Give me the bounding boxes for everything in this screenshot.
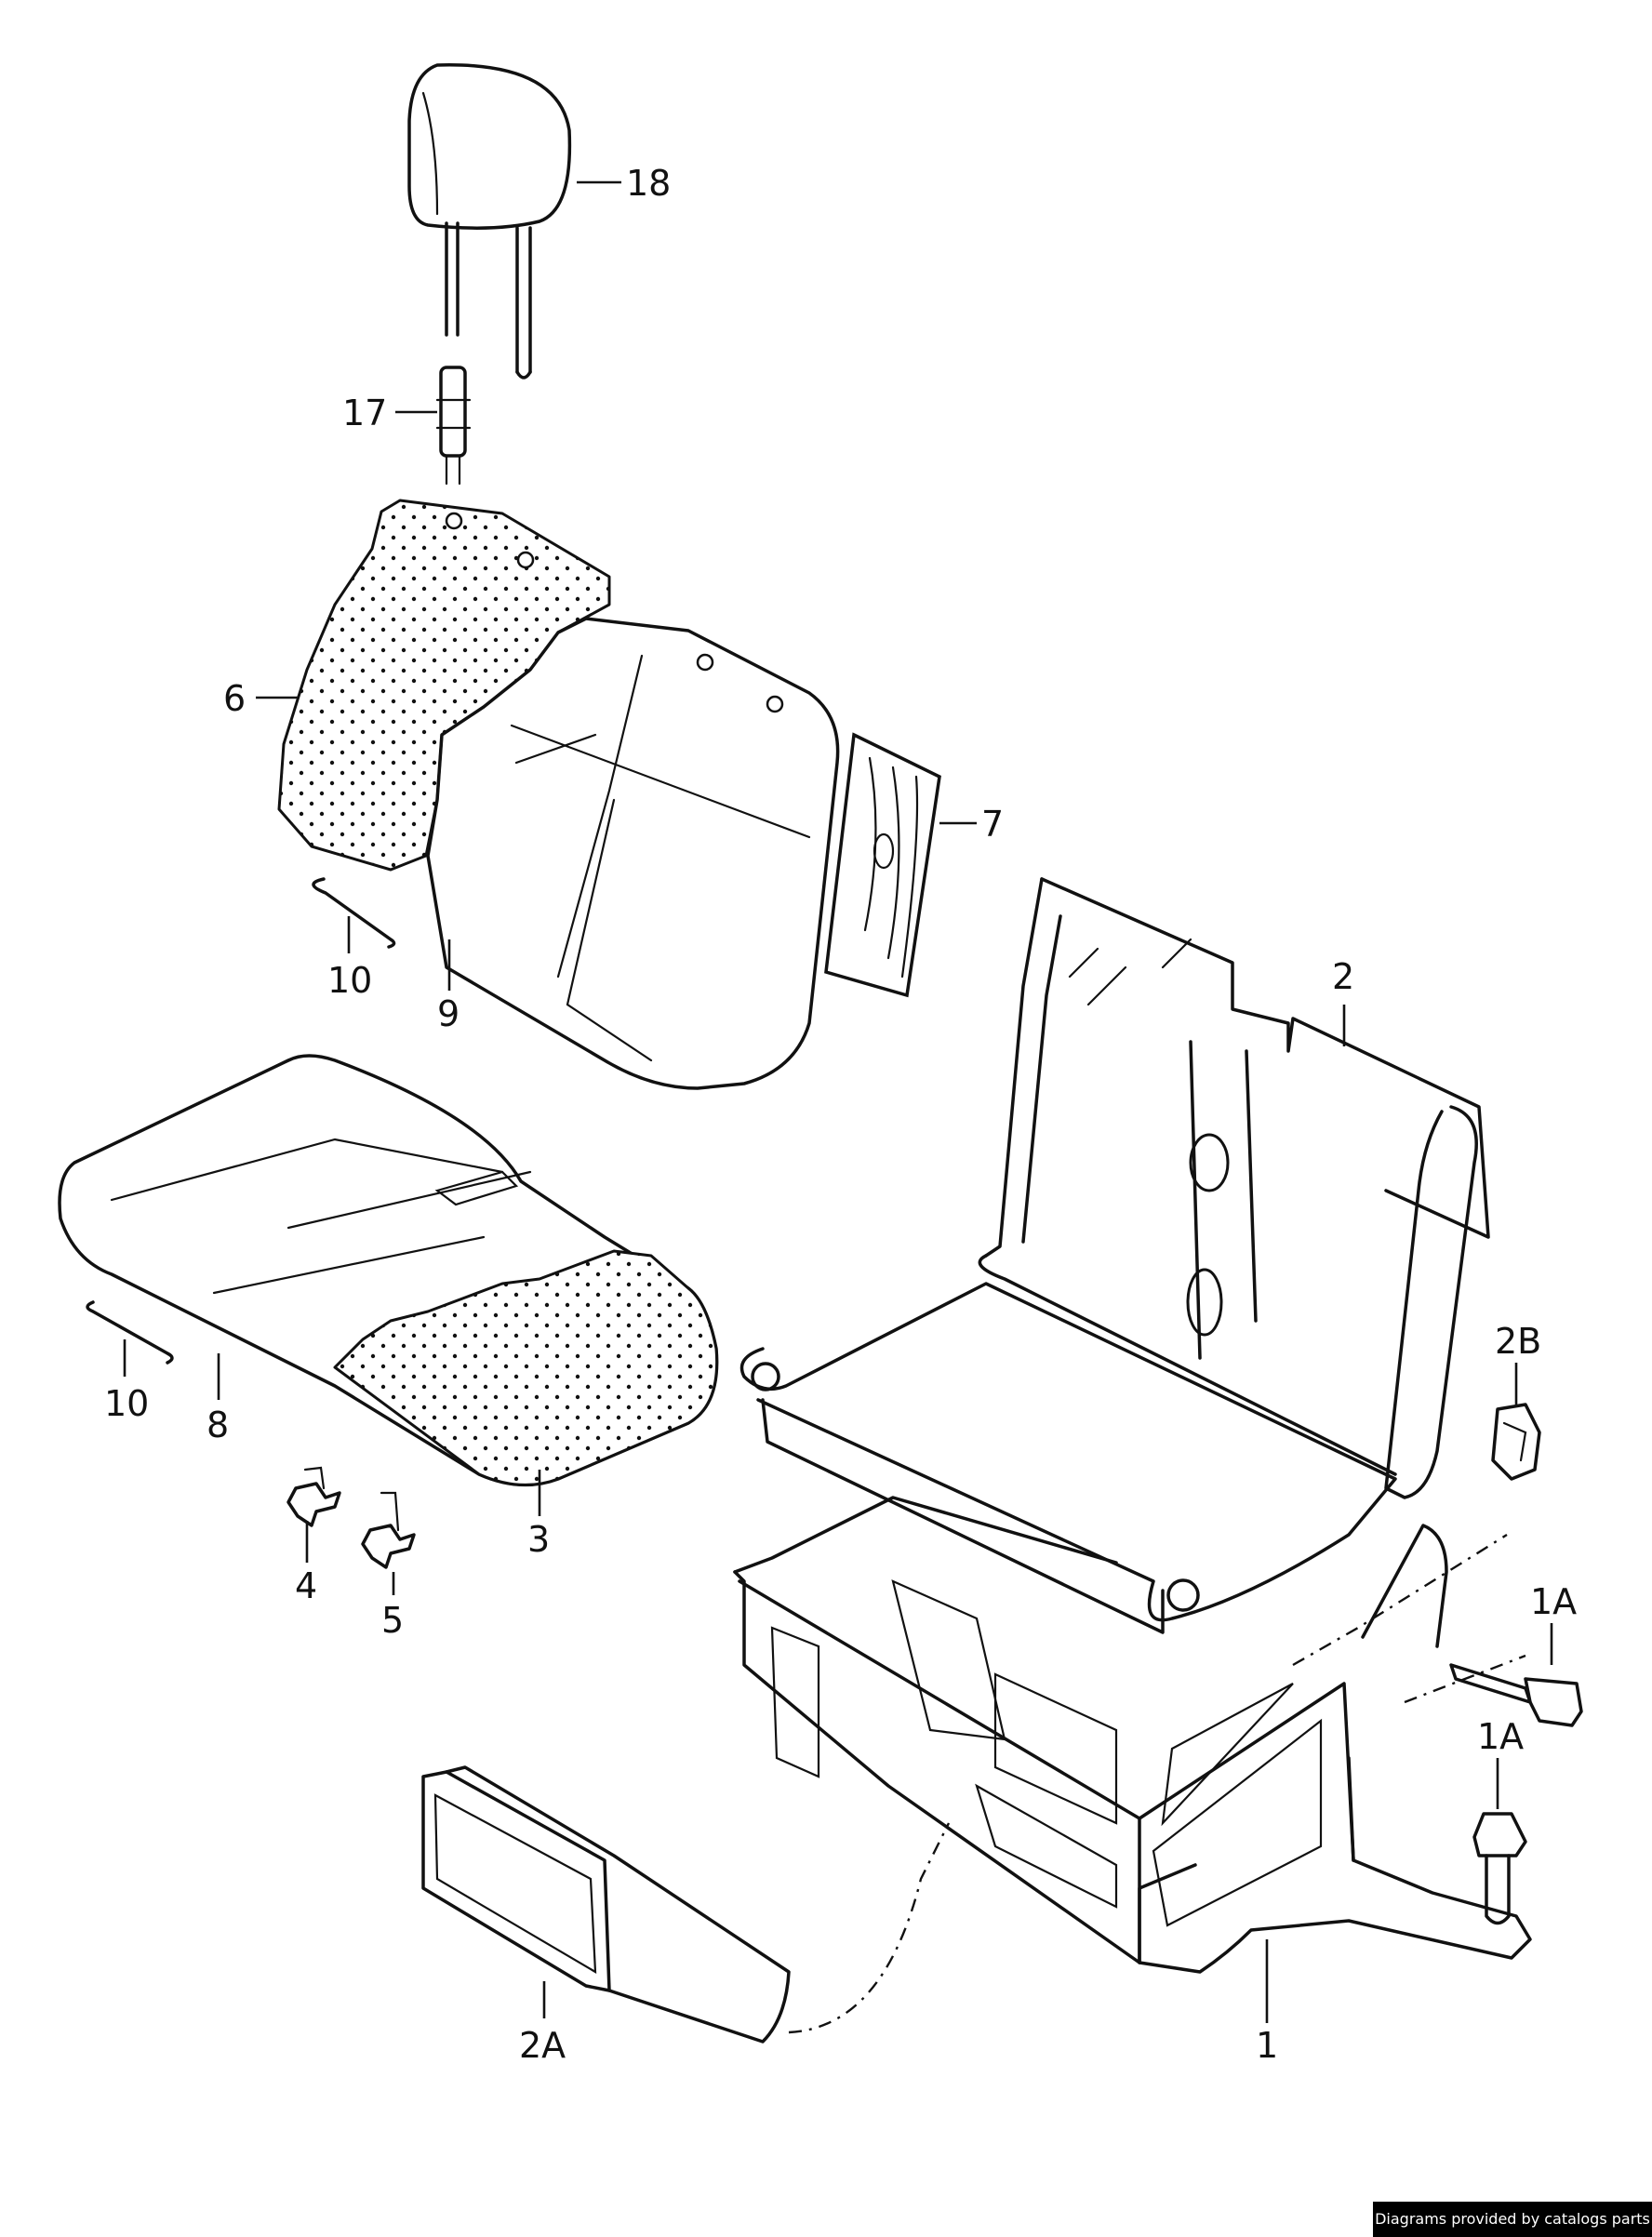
callout-10-lower: 10 <box>104 1383 149 1424</box>
backrest-foam-pad <box>277 499 611 872</box>
backrest-board <box>824 732 941 998</box>
clip-part-4 <box>286 1466 341 1527</box>
callout-17: 17 <box>342 393 387 433</box>
callout-2A: 2A <box>519 2025 566 2066</box>
backrest-cover <box>426 617 840 1090</box>
head-restraint <box>407 63 572 379</box>
callout-4: 4 <box>295 1565 317 1606</box>
bolt-1A-lower <box>1472 1812 1527 1925</box>
clip-part-5 <box>361 1491 416 1569</box>
callout-10-upper: 10 <box>327 960 372 1001</box>
callout-8: 8 <box>206 1405 229 1445</box>
headrest-guide-sleeve <box>435 366 472 486</box>
callout-2: 2 <box>1332 956 1354 997</box>
leader-lines <box>123 180 1553 2023</box>
callout-7: 7 <box>981 804 1004 845</box>
callout-1A-lower: 1A <box>1477 1716 1524 1757</box>
callout-1A-upper: 1A <box>1530 1581 1577 1622</box>
callout-2B: 2B <box>1495 1321 1541 1362</box>
callout-1: 1 <box>1256 2025 1278 2066</box>
callout-18: 18 <box>626 163 671 204</box>
diagram-credit: Diagrams provided by catalogs parts <box>1373 2202 1652 2237</box>
bracket-clip-2B <box>1491 1403 1541 1481</box>
seat-frame <box>739 877 1490 1634</box>
callout-labels: 18 17 6 7 2 10 9 10 8 3 4 5 2B 1A 1A 2A … <box>104 163 1577 2066</box>
seat-cushion <box>58 1054 719 1487</box>
base-cover-panel <box>421 1765 951 2044</box>
bolt-1A-upper <box>1449 1663 1583 1727</box>
callout-5: 5 <box>381 1600 404 1641</box>
callout-9: 9 <box>437 993 460 1034</box>
seat-base-frame <box>733 1496 1532 1974</box>
callout-6: 6 <box>223 678 246 719</box>
retaining-wire-lower <box>86 1300 174 1365</box>
callout-3: 3 <box>527 1519 550 1560</box>
retaining-wire-upper <box>312 877 396 949</box>
